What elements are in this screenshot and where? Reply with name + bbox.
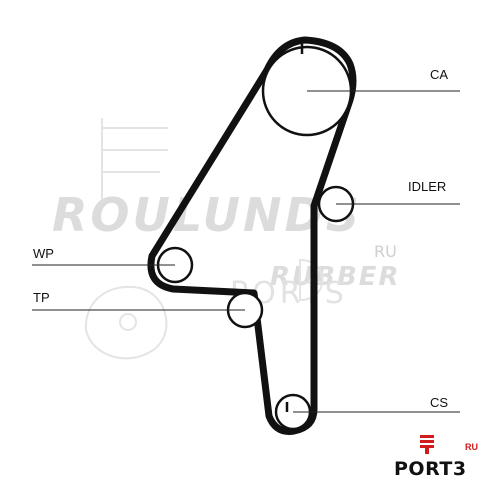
watermark-graphic bbox=[84, 118, 324, 360]
timing-marks bbox=[285, 44, 304, 412]
watermark-rubber: RUBBER bbox=[270, 262, 401, 292]
watermark-brand: ROULUNDS bbox=[52, 188, 362, 242]
label-idler: IDLER bbox=[408, 179, 447, 194]
label-ca: CA bbox=[430, 67, 449, 82]
port3-logo: RU PORT3 bbox=[394, 434, 480, 480]
watermark-ru: RU bbox=[374, 242, 397, 261]
logo-ru: RU bbox=[465, 442, 478, 452]
label-cs: CS bbox=[430, 395, 449, 410]
logo-wordmark: PORT3 bbox=[394, 458, 467, 480]
label-tp: TP bbox=[33, 290, 50, 305]
leader-lines bbox=[32, 90, 460, 413]
label-wp: WP bbox=[33, 246, 54, 261]
piston-icon bbox=[420, 435, 434, 454]
timing-belt bbox=[147, 36, 357, 435]
